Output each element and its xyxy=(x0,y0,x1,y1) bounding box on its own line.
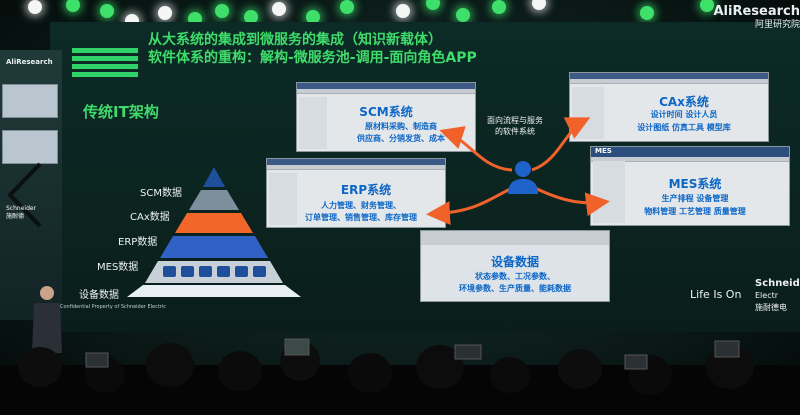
pyramid-block xyxy=(235,266,248,277)
light-icon xyxy=(158,6,172,20)
scm-line2: 供应商、分销发货、成本 xyxy=(357,134,445,143)
erp-title: ERP系统 xyxy=(340,183,392,197)
side-brand-logo: AliResearch xyxy=(6,58,53,66)
light-icon xyxy=(396,4,410,18)
chevron-left-icon xyxy=(7,162,42,228)
light-icon xyxy=(244,10,258,24)
mes-title: MES系统 xyxy=(668,177,722,191)
pyramid-label-scm: SCM数据 xyxy=(140,188,182,199)
pyramid-band-erp xyxy=(160,236,268,258)
side-thumbnail xyxy=(2,130,58,164)
ceiling-lights xyxy=(0,0,800,40)
equip-line2: 环境参数、生产质量、能耗数据 xyxy=(459,284,571,293)
slide-heading-2: 软件体系的重构：解构-微服务池-调用-面向角色APP xyxy=(148,50,477,66)
light-icon xyxy=(492,0,506,14)
phone-icon xyxy=(454,344,482,360)
light-icon xyxy=(272,2,286,16)
scm-line1: 原材料采购、制造商 xyxy=(365,122,437,131)
schneider-logo: Schneide Electr 施耐德电 xyxy=(755,278,800,314)
equip-panel: 设备数据 状态参数、工况参数、 环境参数、生产质量、能耗数据 xyxy=(420,230,610,302)
schneider-cn-text: 施耐德电 xyxy=(755,303,787,312)
side-schneider-cn: 施耐德 xyxy=(6,213,25,220)
pyramid-block xyxy=(199,266,212,277)
light-icon xyxy=(66,0,80,12)
light-icon xyxy=(532,0,546,10)
cax-line1: 设计时间 设计人员 xyxy=(650,110,718,119)
green-bars-icon xyxy=(72,48,138,80)
confidential-footer: Confidential Property of Schneider Elect… xyxy=(60,304,166,310)
cax-title: CAx系统 xyxy=(659,95,709,109)
cax-panel: CAx系统 设计时间 设计人员 设计图纸 仿真工具 模型库 xyxy=(569,72,769,142)
pyramid-base xyxy=(127,285,301,297)
phone-icon xyxy=(624,354,648,370)
mes-logo: MES xyxy=(595,147,612,155)
light-icon xyxy=(215,4,229,18)
light-icon xyxy=(340,0,354,14)
light-icon xyxy=(306,10,320,24)
mes-panel: MES MES系统 生产排程 设备管理 物料管理 工艺管理 质量管理 xyxy=(590,146,790,226)
light-icon xyxy=(100,4,114,18)
scm-title: SCM系统 xyxy=(359,105,413,119)
side-schneider-logo: Schneider 施耐德 xyxy=(6,205,36,221)
light-icon xyxy=(426,0,440,10)
erp-line2: 订单管理、销售管理、库存管理 xyxy=(305,213,417,222)
pyramid-band-cax xyxy=(175,213,253,233)
phone-icon xyxy=(85,352,109,368)
side-monitor: AliResearch Schneider 施耐德 xyxy=(0,50,62,320)
pyramid-block xyxy=(253,266,266,277)
audience-silhouettes xyxy=(0,338,800,415)
person-icon xyxy=(508,161,538,194)
aliresearch-text: AliResearch xyxy=(713,4,800,19)
erp-panel: ERP系统 人力管理、财务管理、 订单管理、销售管理、库存管理 xyxy=(266,158,446,228)
equip-title: 设备数据 xyxy=(490,255,539,269)
light-icon xyxy=(456,8,470,22)
pyramid-band-scm xyxy=(189,190,239,210)
pyramid-label-cax: CAx数据 xyxy=(130,212,170,223)
side-thumbnail xyxy=(2,84,58,118)
pyramid-block xyxy=(181,266,194,277)
pyramid-label-equip: 设备数据 xyxy=(79,290,119,301)
pyramid-blocks xyxy=(163,266,266,277)
section-title: 传统IT架构 xyxy=(83,103,159,121)
erp-line1: 人力管理、财务管理、 xyxy=(321,201,401,210)
phone-icon xyxy=(714,340,740,358)
life-is-on-tagline: Life Is On xyxy=(690,288,742,301)
mes-line2: 物料管理 工艺管理 质量管理 xyxy=(644,207,746,216)
pyramid-label-mes: MES数据 xyxy=(97,262,139,273)
aliresearch-cn: 阿里研究院 xyxy=(754,20,800,30)
pyramid-block xyxy=(217,266,230,277)
light-icon xyxy=(28,0,42,14)
pyramid-top xyxy=(203,167,225,187)
pyramid-band-mes xyxy=(145,261,283,283)
pyramid-label-erp: ERP数据 xyxy=(118,237,158,248)
cax-line2: 设计图纸 仿真工具 模型库 xyxy=(637,123,731,132)
data-pyramid xyxy=(127,167,301,297)
schneider-electric-text: Electr xyxy=(755,291,779,300)
equip-line1: 状态参数、工况参数、 xyxy=(475,272,555,281)
scm-panel: SCM系统 原材料采购、制造商 供应商、分销发货、成本 xyxy=(296,82,476,152)
mes-line1: 生产排程 设备管理 xyxy=(661,194,729,203)
schneider-text: Schneide xyxy=(755,278,800,289)
pyramid-block xyxy=(163,266,176,277)
slide-heading-1: 从大系统的集成到微服务的集成（知识新载体） xyxy=(148,32,442,48)
light-icon xyxy=(640,6,654,20)
aliresearch-logo: AliResearch 阿里研究院 xyxy=(714,4,800,30)
phone-icon xyxy=(284,338,310,356)
light-icon xyxy=(700,0,714,12)
center-label: 面向流程与服务的软件系统 xyxy=(487,116,543,136)
side-schneider-text: Schneider xyxy=(6,205,37,212)
